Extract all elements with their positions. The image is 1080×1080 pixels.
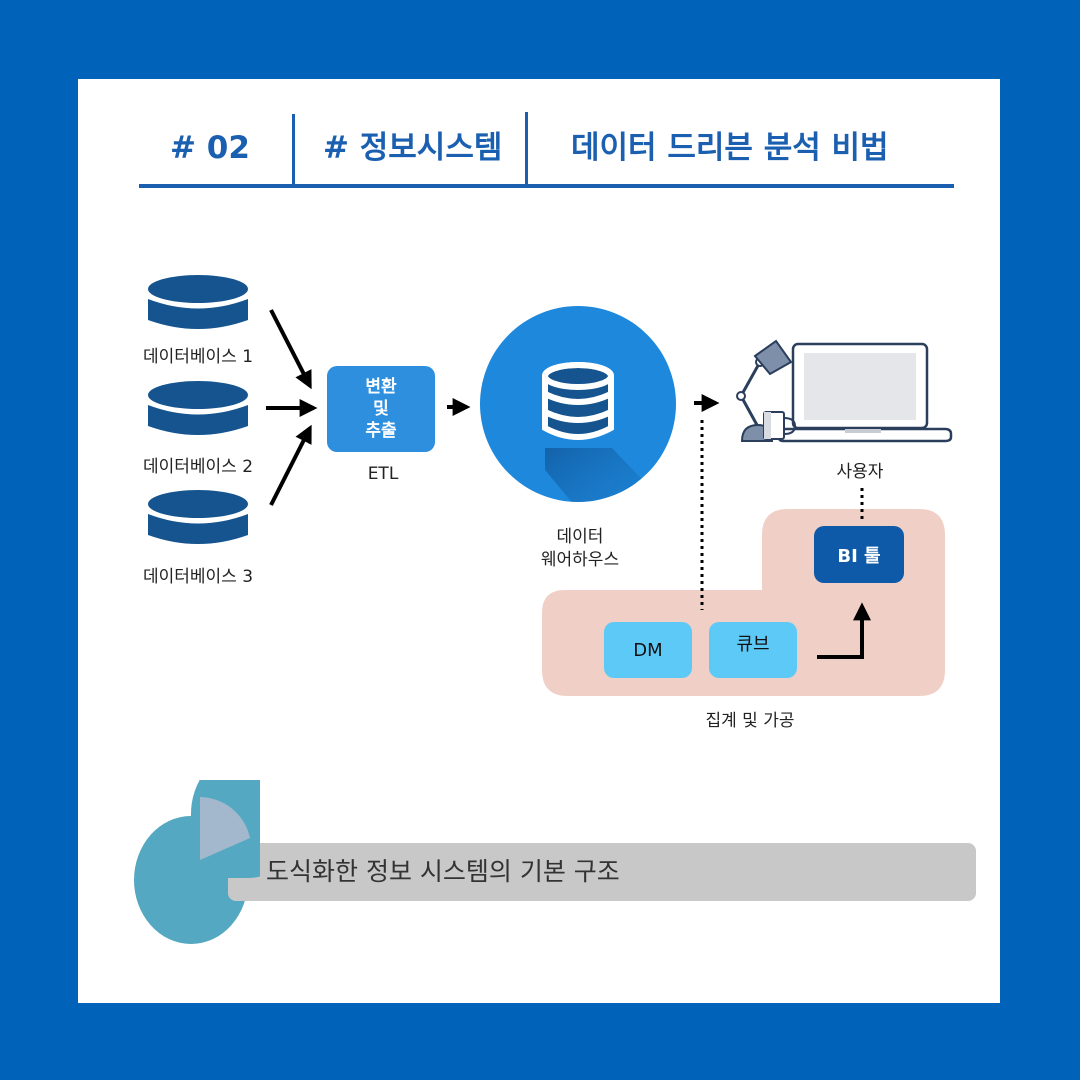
database-label: 데이터베이스 3: [142, 567, 254, 587]
user-label: 사용자: [836, 462, 884, 482]
etl-line: 및: [373, 399, 389, 419]
database-label: 데이터베이스 2: [142, 457, 254, 477]
header-divider: [292, 114, 295, 186]
warehouse-label-line1: 데이터: [556, 527, 604, 547]
warehouse-icon: [480, 306, 676, 502]
etl-caption: ETL: [367, 464, 399, 484]
pie-chart-icon: [190, 780, 260, 878]
header-category: # 정보시스템: [323, 130, 503, 166]
dm-box: DM: [604, 622, 692, 678]
database-icon: [148, 381, 248, 435]
database-icon: [148, 490, 248, 544]
dm-label: DM: [633, 639, 663, 661]
etl-line: 추출: [365, 421, 397, 441]
etl-line: 변환: [365, 377, 397, 397]
caption-text: 도식화한 정보 시스템의 기본 구조: [266, 857, 620, 886]
cube-label: 큐브: [736, 634, 770, 655]
header-number: # 02: [170, 130, 250, 166]
database-icon: [148, 275, 248, 329]
laptop-icon: [777, 342, 953, 443]
mug-icon: [763, 411, 797, 440]
arrow-icon: [269, 424, 312, 506]
cube-box: 큐브: [709, 622, 797, 678]
header-title: 데이터 드리븐 분석 비법: [571, 130, 889, 166]
bi-tool-label: BI 툴: [837, 545, 881, 567]
bi-tool-box: BI 툴: [814, 526, 904, 583]
header-underline: [139, 184, 954, 188]
header-divider: [525, 112, 528, 186]
database-label: 데이터베이스 1: [142, 347, 254, 367]
arrow-icon: [817, 602, 871, 659]
aggregation-caption: 집계 및 가공: [705, 711, 795, 731]
etl-box: 변환 및 추출: [327, 366, 435, 452]
caption-bar: [228, 843, 976, 901]
arrow-icon: [269, 309, 312, 390]
warehouse-label-line2: 웨어하우스: [540, 550, 620, 570]
